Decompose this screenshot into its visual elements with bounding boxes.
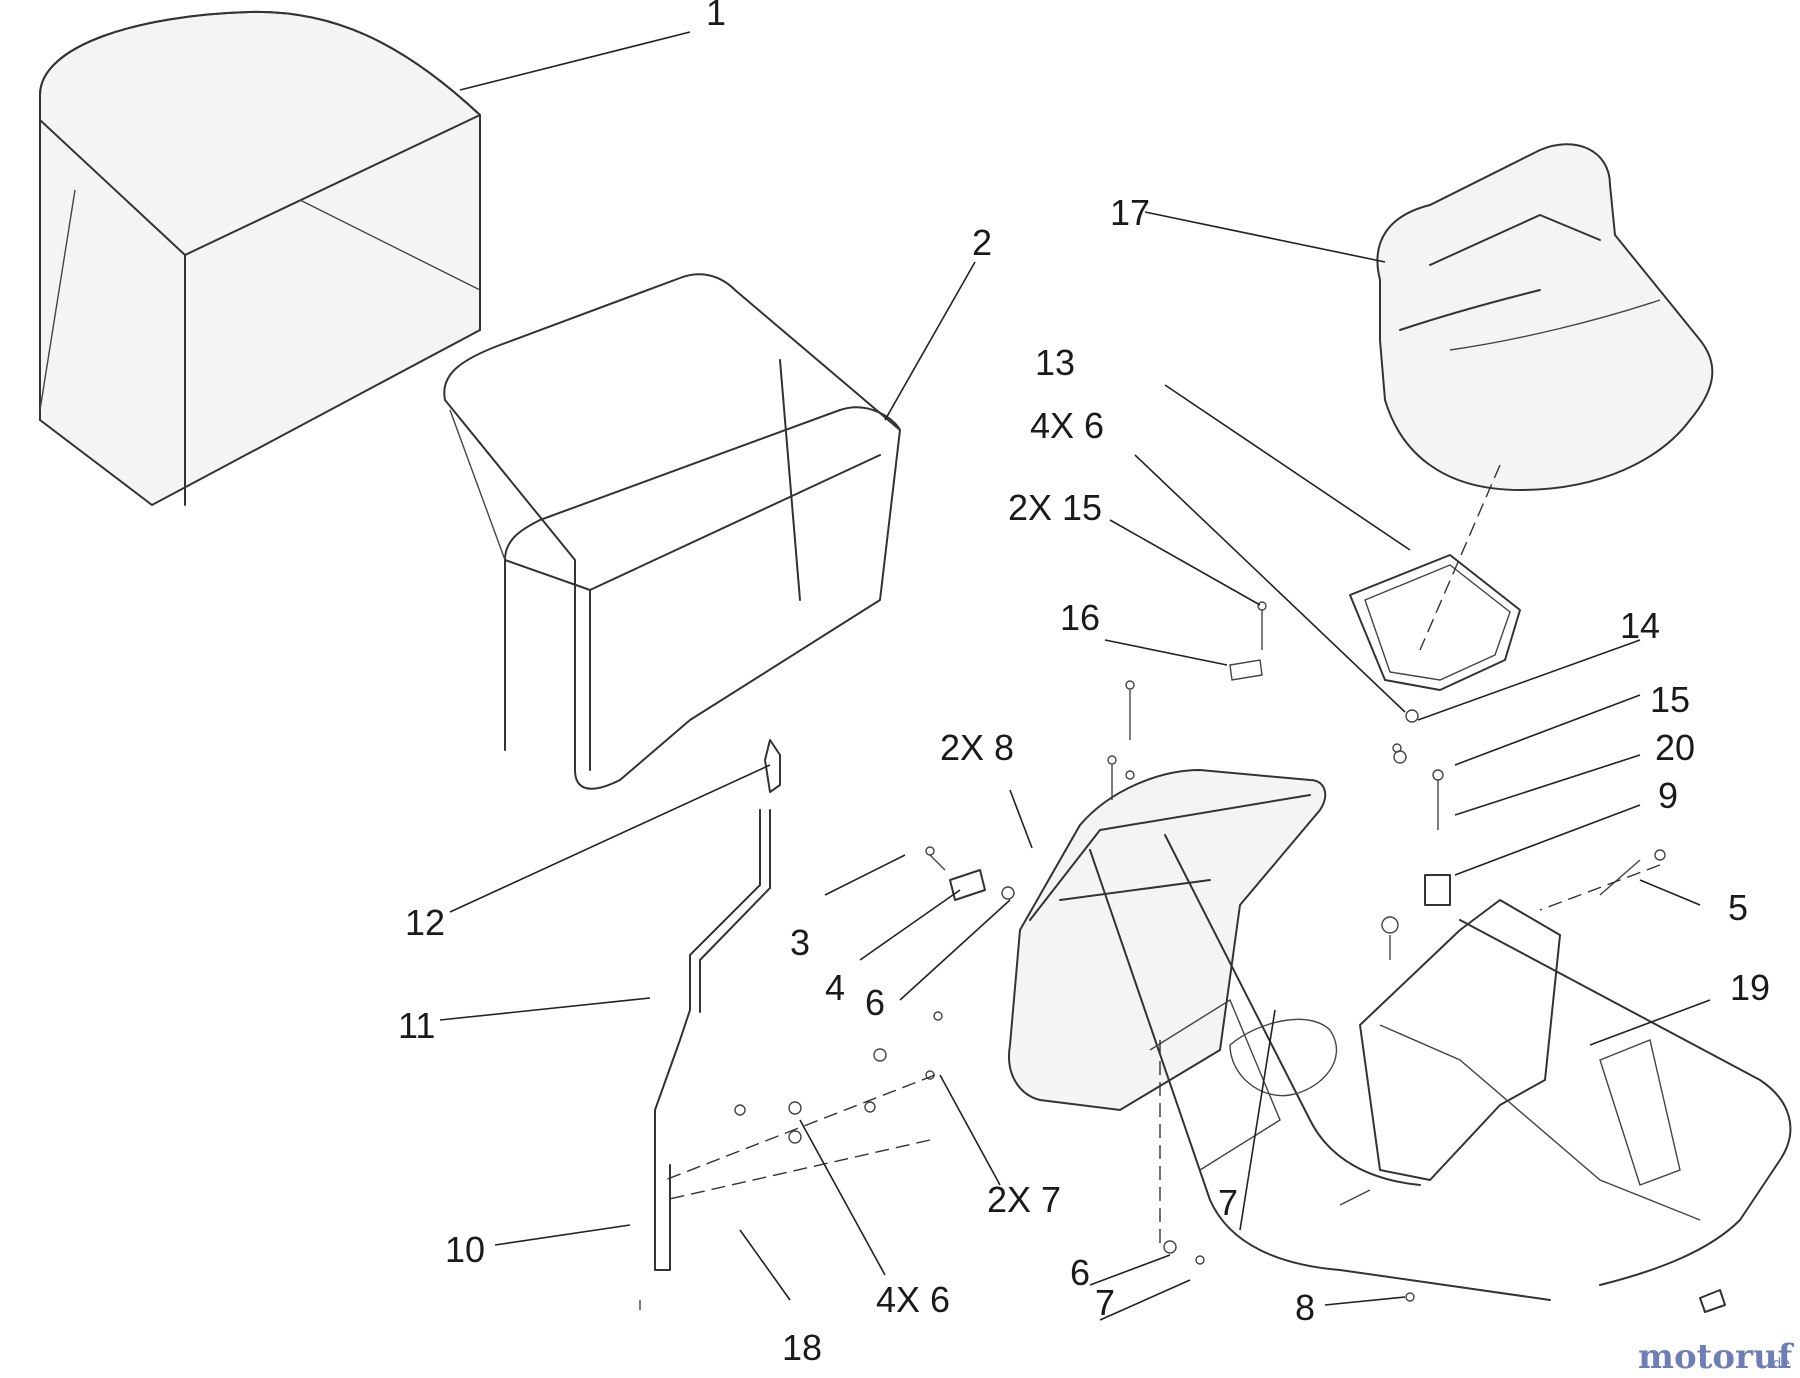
watermark-text: motoruf xyxy=(1638,1337,1795,1377)
bag-frame-part xyxy=(443,273,901,790)
callout-2x8: 2X 8 xyxy=(940,727,1014,768)
watermark-logo: motoruf .de xyxy=(1638,1337,1795,1377)
callout-11: 11 xyxy=(398,1005,435,1046)
callout-19: 19 xyxy=(1730,967,1770,1008)
callout-labels: 1 2 3 4 5 6 6 7 7 8 9 10 11 12 13 14 15 … xyxy=(398,0,1770,1368)
seat-part xyxy=(1376,143,1714,492)
callout-14: 14 xyxy=(1620,605,1660,646)
callout-18: 18 xyxy=(782,1327,822,1368)
callout-13: 13 xyxy=(1035,342,1075,383)
callout-1: 1 xyxy=(706,0,726,33)
callout-8: 8 xyxy=(1295,1287,1315,1328)
callout-12: 12 xyxy=(405,902,445,943)
callout-15: 15 xyxy=(1650,679,1690,720)
callout-4x6-bottom: 4X 6 xyxy=(876,1279,950,1320)
watermark-suffix: .de xyxy=(1768,1356,1790,1372)
callout-7a: 7 xyxy=(1218,1182,1238,1223)
callout-10: 10 xyxy=(445,1229,485,1270)
assembly-lines xyxy=(664,464,1661,1250)
main-frame-part xyxy=(1008,768,1792,1301)
leader-lines xyxy=(439,31,1711,1321)
callout-3: 3 xyxy=(790,922,810,963)
callout-17: 17 xyxy=(1110,192,1150,233)
callout-6a: 6 xyxy=(865,982,885,1023)
callout-4: 4 xyxy=(825,967,845,1008)
seat-pan-part xyxy=(1349,554,1521,691)
callout-2: 2 xyxy=(972,222,992,263)
callout-2x15: 2X 15 xyxy=(1008,487,1102,528)
callout-20: 20 xyxy=(1655,727,1695,768)
callout-2x7: 2X 7 xyxy=(987,1179,1061,1220)
bag-cover-part xyxy=(39,10,481,507)
callout-16: 16 xyxy=(1060,597,1100,638)
callout-7b: 7 xyxy=(1095,1282,1115,1323)
callout-4x6-top: 4X 6 xyxy=(1030,405,1104,446)
hardware-parts xyxy=(734,601,1726,1313)
lever-part xyxy=(639,739,781,1310)
callout-6b: 6 xyxy=(1070,1252,1090,1293)
callout-5: 5 xyxy=(1728,887,1748,928)
callout-9: 9 xyxy=(1658,775,1678,816)
